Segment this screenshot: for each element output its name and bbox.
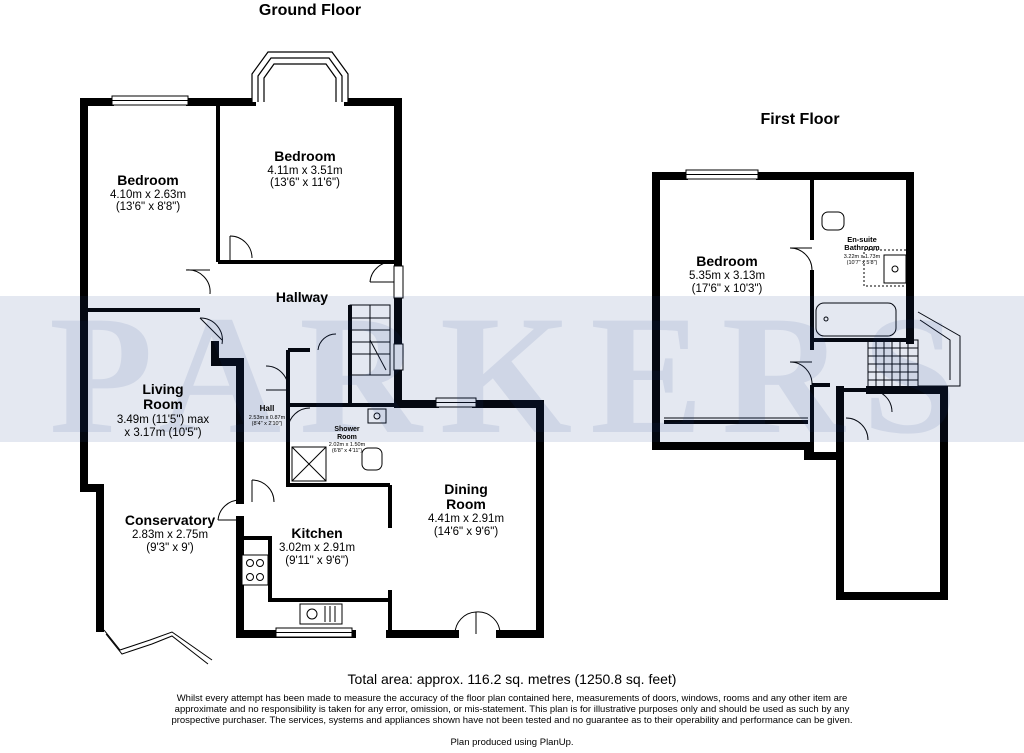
kitchen-name: Kitchen: [291, 525, 342, 541]
ground-floor-title: Ground Floor: [259, 2, 361, 19]
hallway-name: Hallway: [276, 289, 328, 305]
conservatory-bifold-doors: [103, 629, 213, 665]
ground-doors: [185, 235, 501, 635]
disclaimer: Whilst every attempt has been made to me…: [171, 693, 853, 726]
ensuite-fixtures: [815, 211, 909, 337]
conservatory-dims-ft: (9'3" x 9'): [146, 542, 194, 554]
living-name-1: Living: [142, 381, 183, 397]
dining-name-1: Dining: [444, 481, 488, 497]
bedroom-left-dims-m: 4.10m x 2.63m: [110, 189, 186, 201]
total-area: Total area: approx. 116.2 sq. metres (12…: [347, 671, 677, 687]
shower-fixtures: [291, 408, 387, 482]
bedroom-first-dims-m: 5.35m x 3.13m: [689, 270, 765, 282]
bedroom-first-name: Bedroom: [696, 253, 757, 269]
living-dims-ft: x 3.17m (10'5"): [124, 427, 201, 439]
bedroom-front-name: Bedroom: [274, 148, 335, 164]
conservatory-dims-m: 2.83m x 2.75m: [132, 529, 208, 541]
kitchen-fixtures: [241, 554, 343, 625]
ground-stairs: [349, 304, 391, 376]
ensuite-dims-m: 3.22m x 1.73m: [844, 254, 881, 260]
hall-dims-m: 2.53m x 0.87m: [249, 415, 286, 421]
shower-name-1: Shower: [334, 426, 360, 433]
ground-floor: [80, 51, 544, 665]
ensuite-name-2: Bathroom: [844, 243, 880, 252]
ensuite-name-1: En-suite: [847, 235, 877, 244]
living-dims-m: 3.49m (11'5") max: [117, 414, 210, 426]
ensuite-dims-ft: (10'7" x 5'8"): [847, 260, 878, 266]
floor-titles: Ground Floor First Floor: [259, 2, 840, 128]
watermark: [0, 296, 1024, 442]
watermark-text: PARKERS: [49, 281, 975, 469]
dining-name-2: Room: [446, 496, 486, 512]
bedroom-front-dims-m: 4.11m x 3.51m: [267, 165, 342, 177]
bay-window: [251, 51, 349, 102]
bedroom-front-dims-ft: (13'6" x 11'6"): [270, 177, 340, 189]
shower-name-2: Room: [337, 434, 357, 441]
conservatory-name: Conservatory: [125, 512, 215, 528]
hall-name: Hall: [260, 404, 275, 413]
bedroom-left-dims-ft: (13'6" x 8'8"): [116, 201, 181, 213]
living-name-2: Room: [143, 396, 183, 412]
bedroom-left-name: Bedroom: [117, 172, 178, 188]
first-floor: [652, 169, 961, 600]
first-floor-title: First Floor: [760, 111, 839, 128]
plan-credit: Plan produced using PlanUp.: [450, 737, 574, 748]
kitchen-dims-m: 3.02m x 2.91m: [279, 542, 355, 554]
first-doors: [789, 247, 893, 441]
kitchen-dims-ft: (9'11" x 9'6"): [285, 555, 349, 567]
shower-dims-ft: (6'8" x 4'11"): [332, 448, 363, 454]
room-labels: Bedroom 4.10m x 2.63m (13'6" x 8'8") Bed…: [110, 148, 881, 567]
ground-windows: [111, 95, 477, 638]
hall-dims-ft: (8'4" x 2'10"): [252, 421, 283, 427]
bedroom-first-dims-ft: (17'6" x 10'3"): [692, 283, 763, 295]
shower-dims-m: 2.02m x 1.50m: [329, 442, 366, 448]
floor-plan-diagram: PARKERS Ground Floor First Floor Bedroom…: [0, 2, 1024, 665]
first-windows: [664, 169, 808, 419]
dining-dims-m: 4.41m x 2.91m: [428, 513, 504, 525]
first-stairs: [867, 311, 961, 389]
dining-dims-ft: (14'6" x 9'6"): [434, 526, 499, 538]
